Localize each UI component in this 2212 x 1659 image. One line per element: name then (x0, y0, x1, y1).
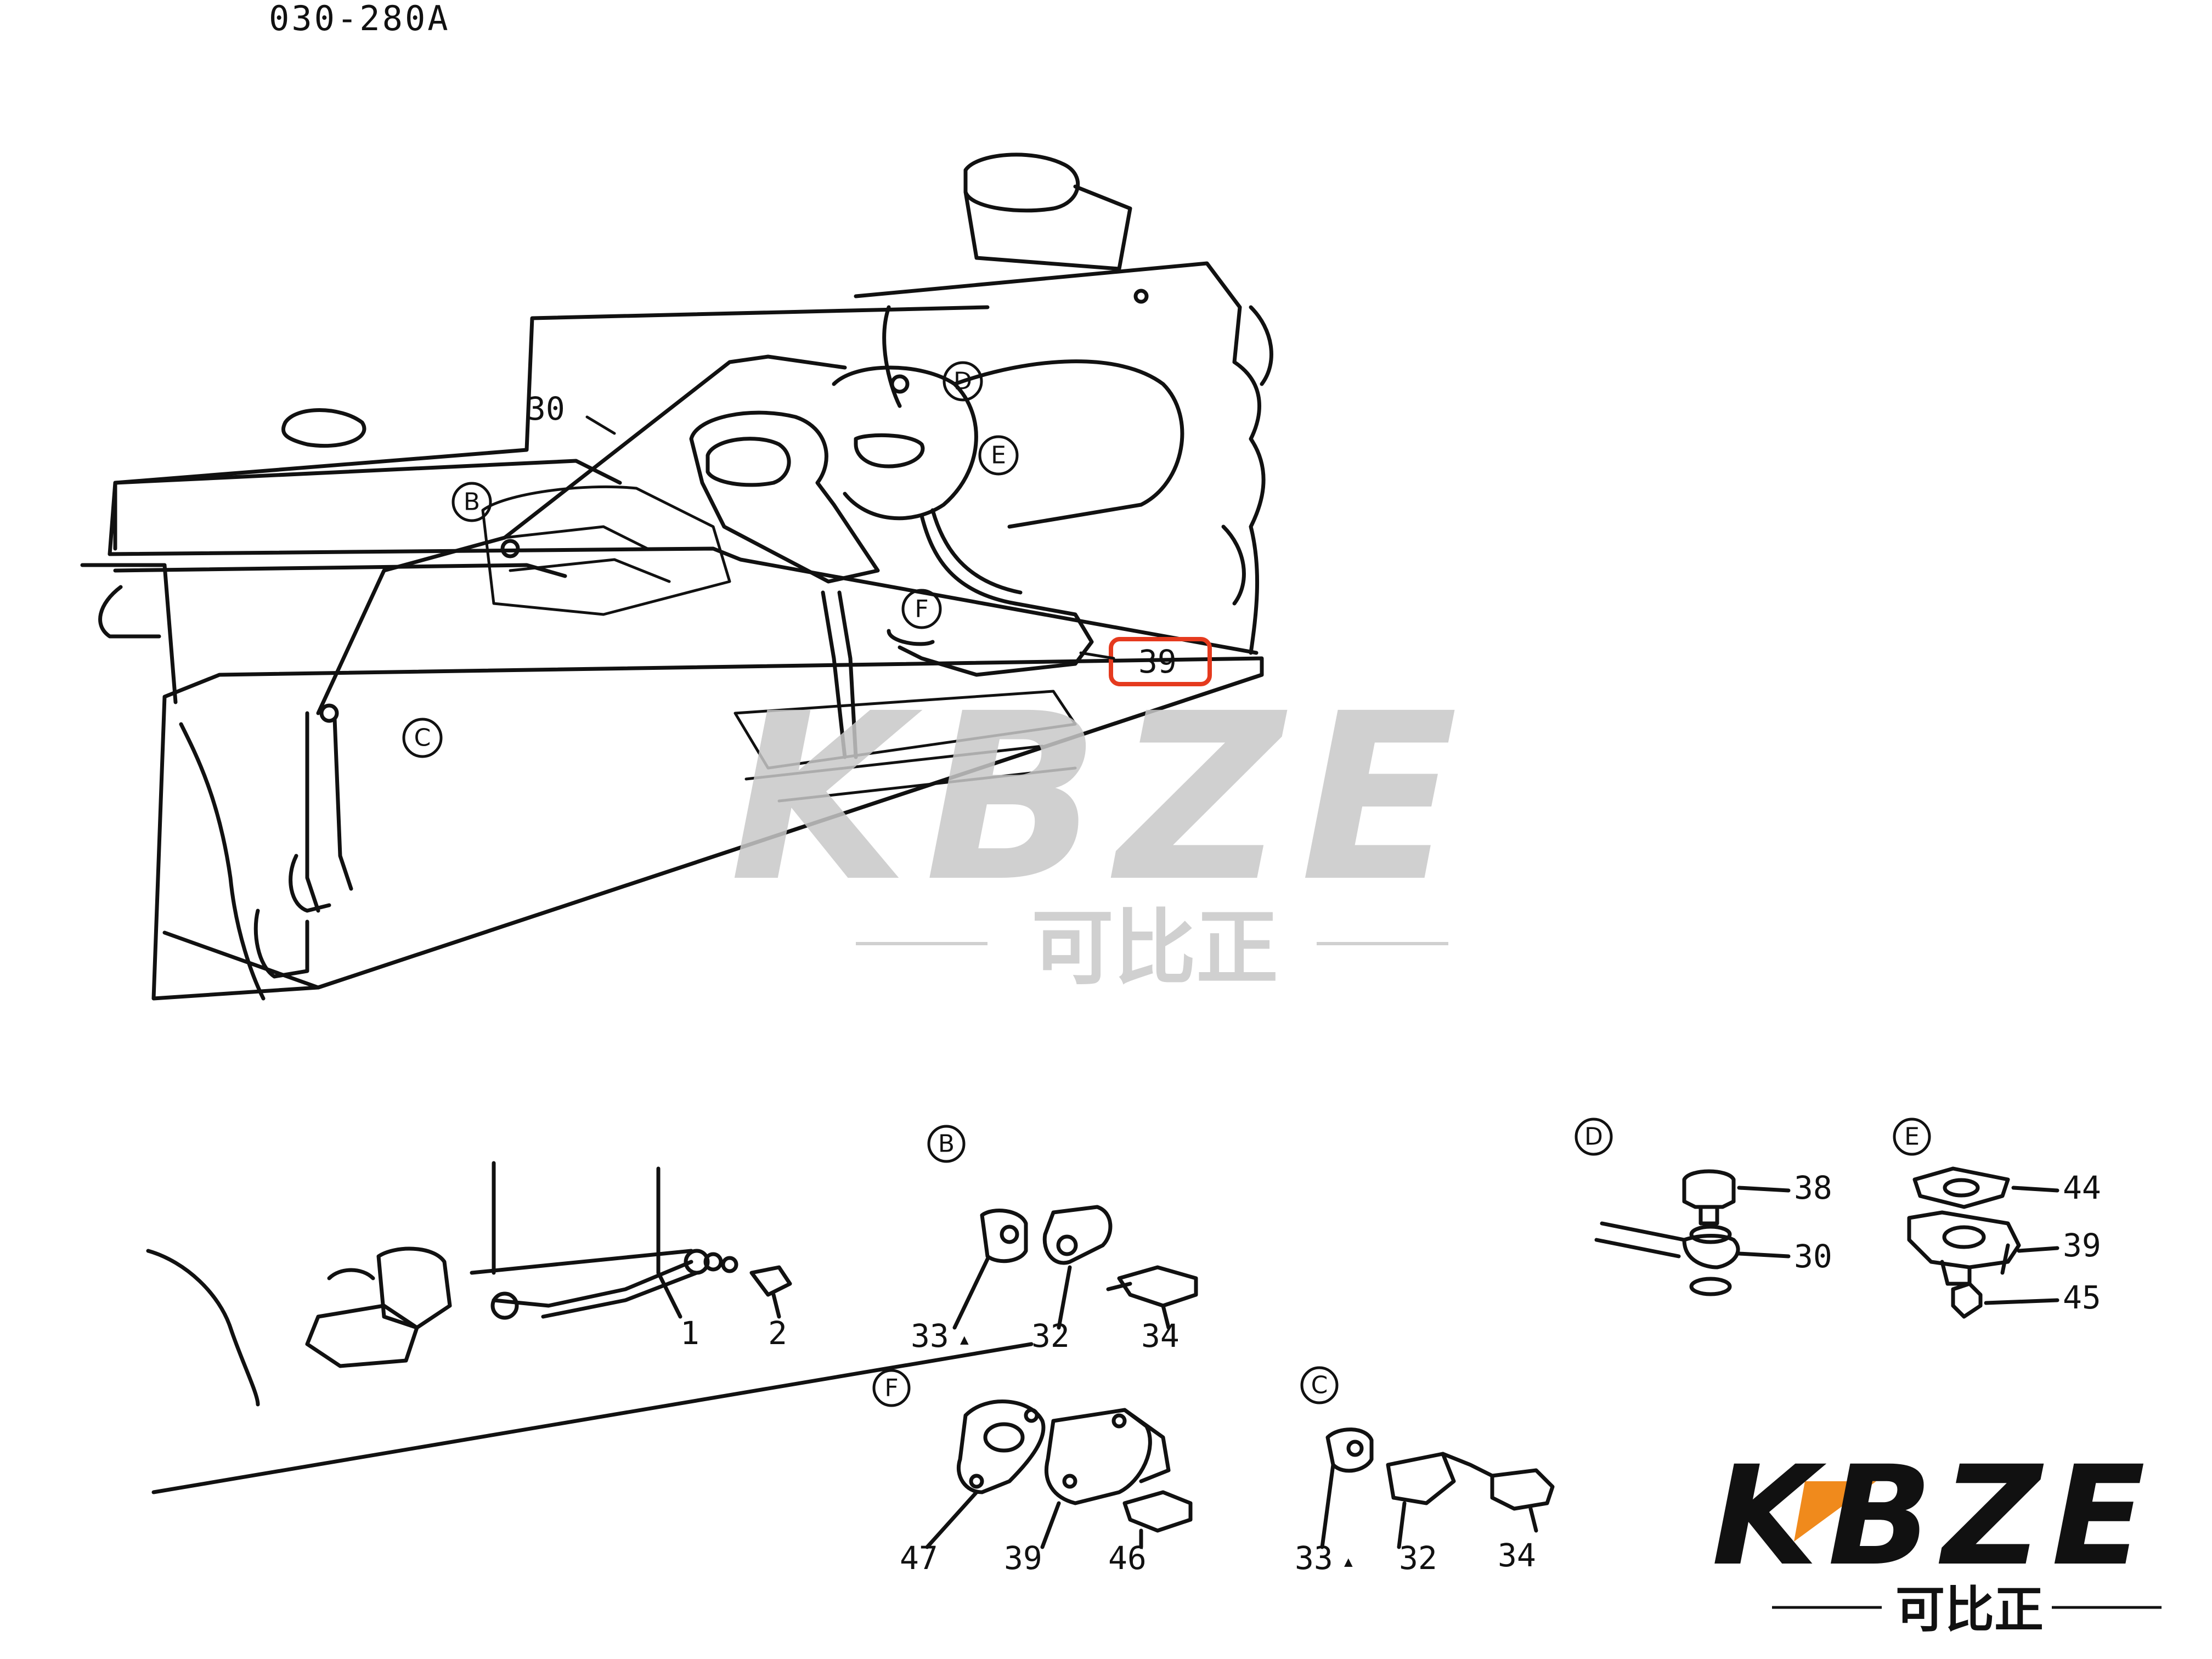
engine-drawing (80, 153, 1273, 1001)
label-45: 45 (2063, 1279, 2101, 1316)
marker-c: ▲ (1344, 1554, 1353, 1570)
label-39-f: 39 (1004, 1539, 1042, 1577)
detail-f: F 47 39 46 (872, 1369, 1193, 1577)
label-33-c: 33 (1295, 1539, 1333, 1577)
highlighted-callout-39: 39 (1079, 637, 1212, 686)
callout-c-letter: C (414, 724, 431, 752)
callout-c: C (402, 718, 443, 758)
logo-text: KBZE (1712, 1436, 2155, 1596)
detail-c: C 33 ▲ 32 34 (1295, 1366, 1555, 1577)
callout-f-letter: F (915, 595, 928, 623)
detail-b-title: B (938, 1130, 955, 1158)
callout-e: E (978, 435, 1019, 476)
callout-e-letter: E (991, 442, 1006, 470)
callout-30: 30 (527, 390, 565, 427)
detail-d: D 38 30 (1575, 1118, 1832, 1296)
detail-e-title: E (1904, 1123, 1920, 1151)
watermark: KBZE 可比正 (730, 664, 1474, 996)
detail-e: E 44 39 45 (1893, 1118, 2101, 1319)
label-34-b: 34 (1141, 1317, 1180, 1355)
label-44: 44 (2063, 1169, 2101, 1206)
label-1: 1 (680, 1314, 699, 1352)
detail-c-title: C (1311, 1372, 1328, 1400)
marker-b: ▲ (960, 1331, 969, 1348)
label-30-d: 30 (1794, 1238, 1832, 1275)
document-code: 030-280A (269, 0, 450, 38)
label-32-c: 32 (1399, 1539, 1437, 1577)
callout-f: F (901, 589, 942, 629)
detail-f-title: F (884, 1374, 898, 1402)
detail-left: 1 2 (146, 1161, 1034, 1494)
label-46: 46 (1108, 1539, 1147, 1577)
label-34-c: 34 (1498, 1537, 1536, 1574)
callout-39: 39 (1138, 643, 1177, 680)
logo-subtitle: 可比正 (1895, 1581, 2044, 1639)
label-38: 38 (1794, 1169, 1832, 1206)
label-33-b: 33 (911, 1317, 949, 1355)
label-47: 47 (900, 1539, 938, 1577)
watermark-subtitle: 可比正 (1031, 901, 1278, 996)
callout-d: D (943, 361, 983, 402)
logo-accent-wedge (1794, 1481, 1876, 1542)
callout-b: B (452, 482, 492, 522)
detail-b: B 33 ▲ 32 34 (911, 1125, 1198, 1355)
kbze-logo: KBZE 可比正 (1712, 1436, 2162, 1639)
main-callouts: 30 B C D E F 39 (402, 361, 1212, 758)
label-39-e: 39 (2063, 1227, 2101, 1264)
watermark-text: KBZE (730, 664, 1474, 933)
detail-d-title: D (1584, 1123, 1603, 1151)
callout-b-letter: B (464, 488, 480, 516)
callout-d-letter: D (953, 368, 972, 396)
label-2: 2 (768, 1314, 787, 1352)
label-32-b: 32 (1031, 1317, 1070, 1355)
